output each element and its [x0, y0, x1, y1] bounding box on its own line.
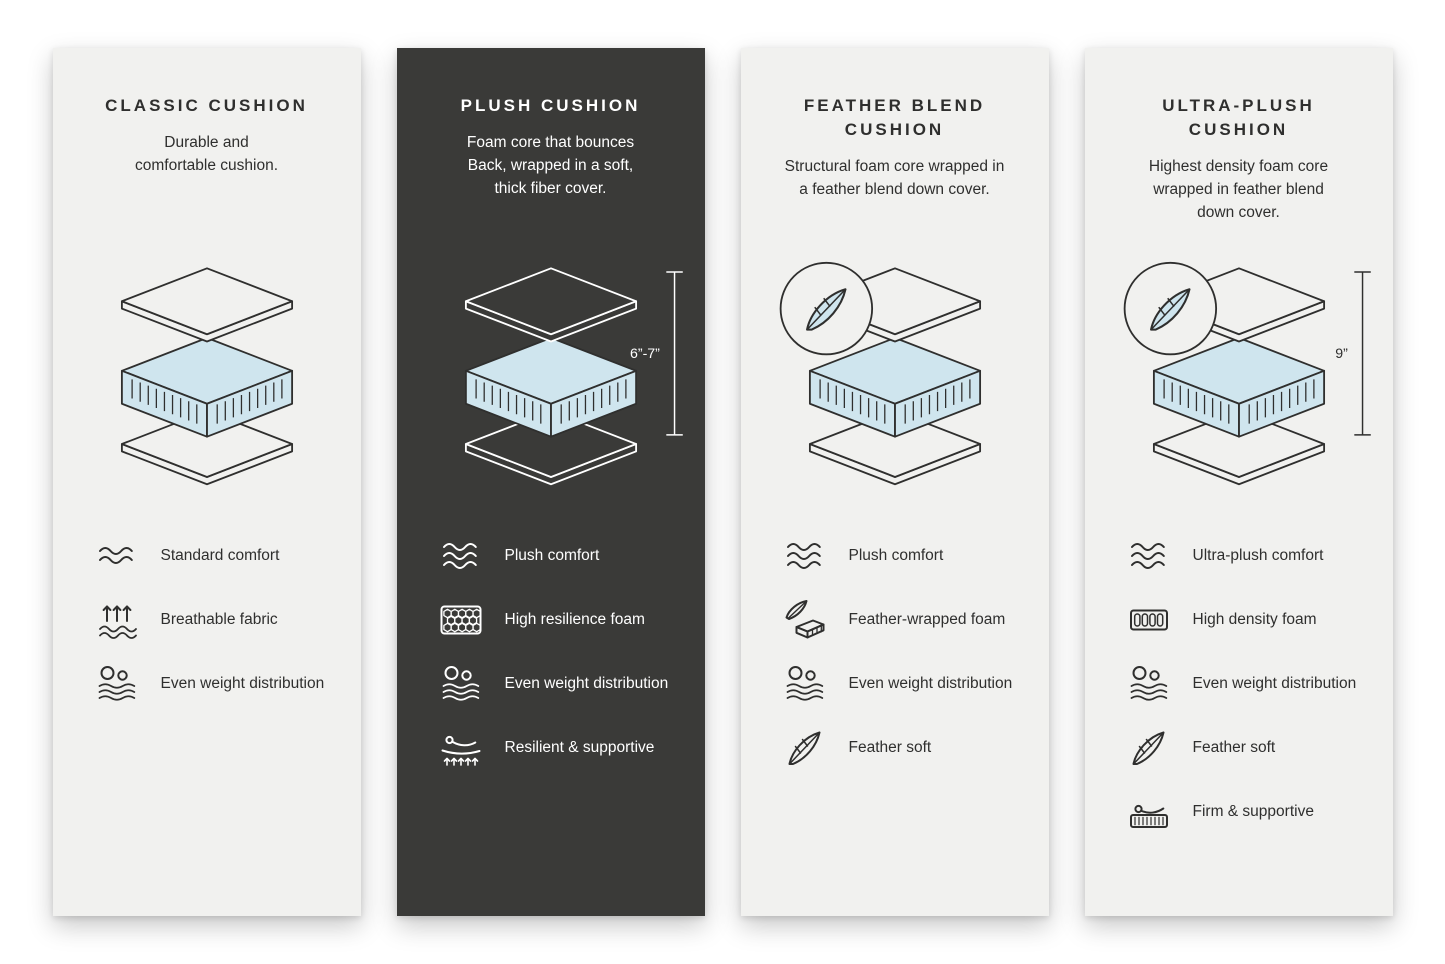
feather-badge	[1123, 261, 1217, 355]
panel-feather-blend: FEATHER BLEND CUSHION Structural foam cor…	[740, 48, 1049, 916]
panel-ultra-plush: ULTRA-PLUSH CUSHION Highest density foam …	[1084, 48, 1393, 916]
feature-label: Ultra-plush comfort	[1192, 546, 1324, 564]
feature-item: Even weight distribution	[437, 660, 689, 708]
feature-label: Breathable fabric	[160, 610, 278, 628]
feature-label: Even weight distribution	[504, 674, 669, 692]
feather-badge	[779, 261, 873, 355]
feature-label: Even weight distribution	[1192, 674, 1357, 692]
panel-description: Foam core that bounces Back, wrapped in …	[466, 133, 635, 198]
honeycomb-icon	[440, 605, 481, 635]
panel-header: ULTRA-PLUSH CUSHION Highest density foam …	[1085, 48, 1393, 230]
height-measurement: 6”-7”	[629, 270, 683, 436]
panel-classic: CLASSIC CUSHION Durable and comfortable c…	[52, 48, 361, 916]
cushion-illustration: 6”-7”	[397, 230, 705, 522]
panel-title: CLASSIC CUSHION	[105, 96, 308, 115]
resilient-icon	[441, 735, 480, 766]
feature-item: Breathable fabric	[93, 596, 345, 644]
cushion-layers-diagram: 9”	[1123, 261, 1371, 485]
feature-label: Plush comfort	[504, 546, 600, 564]
feature-label: High resilience foam	[504, 610, 645, 628]
height-measurement: 9”	[1335, 270, 1371, 436]
feature-label: Even weight distribution	[160, 674, 325, 692]
feature-item: High density foam	[1125, 596, 1377, 644]
panel-title: FEATHER BLEND CUSHION	[803, 96, 986, 139]
feature-item: Firm & supportive	[1125, 788, 1377, 836]
feather-foam-icon	[785, 600, 824, 639]
cushion-layers-diagram	[120, 267, 293, 485]
panel-header: FEATHER BLEND CUSHION Structural foam cor…	[741, 48, 1049, 230]
firm-icon	[1129, 804, 1168, 828]
feature-item: Ultra-plush comfort	[1125, 532, 1377, 580]
feature-label: Feather soft	[1192, 738, 1276, 756]
cushion-illustration: 9”	[1085, 230, 1393, 522]
cushion-illustration	[741, 230, 1049, 522]
breathable-icon	[98, 605, 137, 639]
feature-item: Even weight distribution	[1125, 660, 1377, 708]
feature-label: Feather soft	[848, 738, 932, 756]
feature-item: Feather soft	[1125, 724, 1377, 772]
feature-label: Even weight distribution	[848, 674, 1013, 692]
feather-icon	[1149, 287, 1191, 331]
weight-icon	[442, 666, 479, 701]
measurement-label: 6”-7”	[629, 346, 659, 362]
panel-plush: PLUSH CUSHION Foam core that bounces Back…	[396, 48, 705, 916]
feature-label: Standard comfort	[160, 546, 280, 564]
waves-2-icon	[98, 547, 133, 564]
panel-description: Durable and comfortable cushion.	[134, 133, 279, 175]
feather-icon	[788, 731, 820, 765]
density-icon	[1129, 609, 1168, 631]
feature-item: Feather soft	[781, 724, 1033, 772]
feature-item: Standard comfort	[93, 532, 345, 580]
waves-3-icon	[1130, 543, 1165, 569]
feature-item: Plush comfort	[437, 532, 689, 580]
feather-icon	[805, 287, 847, 331]
feather-icon	[1132, 731, 1164, 765]
panel-header: CLASSIC CUSHION Durable and comfortable c…	[53, 48, 361, 230]
panel-title: PLUSH CUSHION	[460, 96, 641, 115]
feature-item: Plush comfort	[781, 532, 1033, 580]
waves-3-icon	[786, 543, 821, 569]
feature-label: High density foam	[1192, 610, 1317, 628]
feature-label: Feather-wrapped foam	[848, 610, 1006, 628]
feature-item: Feather-wrapped foam	[781, 596, 1033, 644]
panel-description: Highest density foam core wrapped in fea…	[1148, 157, 1329, 222]
weight-icon	[786, 666, 823, 701]
weight-icon	[98, 666, 135, 701]
cushion-layers-diagram: 6”-7”	[464, 267, 683, 485]
cushion-illustration	[53, 230, 361, 522]
cushion-layers-diagram	[779, 261, 981, 485]
panel-title: ULTRA-PLUSH CUSHION	[1162, 96, 1315, 139]
feature-label: Firm & supportive	[1192, 802, 1314, 820]
feature-item: Even weight distribution	[93, 660, 345, 708]
feature-item: High resilience foam	[437, 596, 689, 644]
feature-item: Even weight distribution	[781, 660, 1033, 708]
measurement-label: 9”	[1335, 346, 1348, 362]
feature-item: Resilient & supportive	[437, 724, 689, 772]
panel-header: PLUSH CUSHION Foam core that bounces Back…	[397, 48, 705, 230]
panel-description: Structural foam core wrapped in a feathe…	[784, 157, 1005, 198]
waves-3-icon	[442, 543, 477, 569]
feature-label: Plush comfort	[848, 546, 944, 564]
feature-label: Resilient & supportive	[504, 738, 655, 756]
weight-icon	[1130, 666, 1167, 701]
